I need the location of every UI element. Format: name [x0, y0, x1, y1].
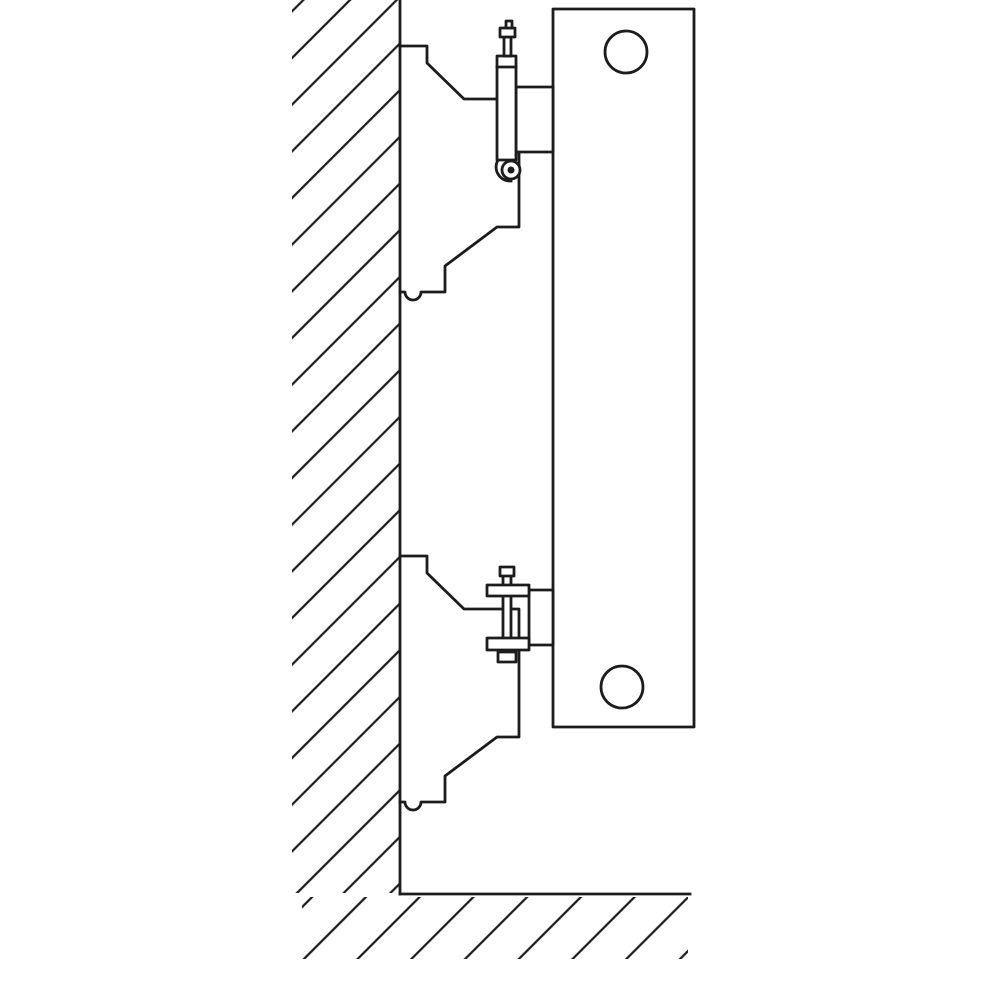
clamp-plate-upper: [485, 583, 531, 598]
bolt-head: [498, 565, 516, 578]
wall-section: [292, 0, 402, 896]
radiator-panel: [551, 7, 696, 729]
radiator-tab-top: [514, 85, 555, 154]
locking-pin-center: [507, 166, 515, 174]
radiator-body: [551, 7, 696, 729]
set-screw-tip: [504, 19, 514, 30]
radiator-tab-bottom: [527, 588, 555, 647]
bottom-fixing-clamp: [485, 565, 555, 664]
clamp-plate-lower: [485, 636, 531, 652]
set-screw-stem: [502, 35, 513, 58]
clamp-plate: [495, 54, 518, 162]
floor-hatch-area: [302, 897, 688, 959]
radiator-bottom-opening: [599, 664, 645, 710]
floor-section: [302, 892, 692, 959]
wall-hatch-area: [292, 0, 400, 893]
radiator-top-opening: [603, 29, 649, 75]
top-fixing-clamp: [494, 19, 555, 183]
bolt-nut: [496, 650, 518, 664]
clamp-hook-arc: [494, 158, 513, 183]
